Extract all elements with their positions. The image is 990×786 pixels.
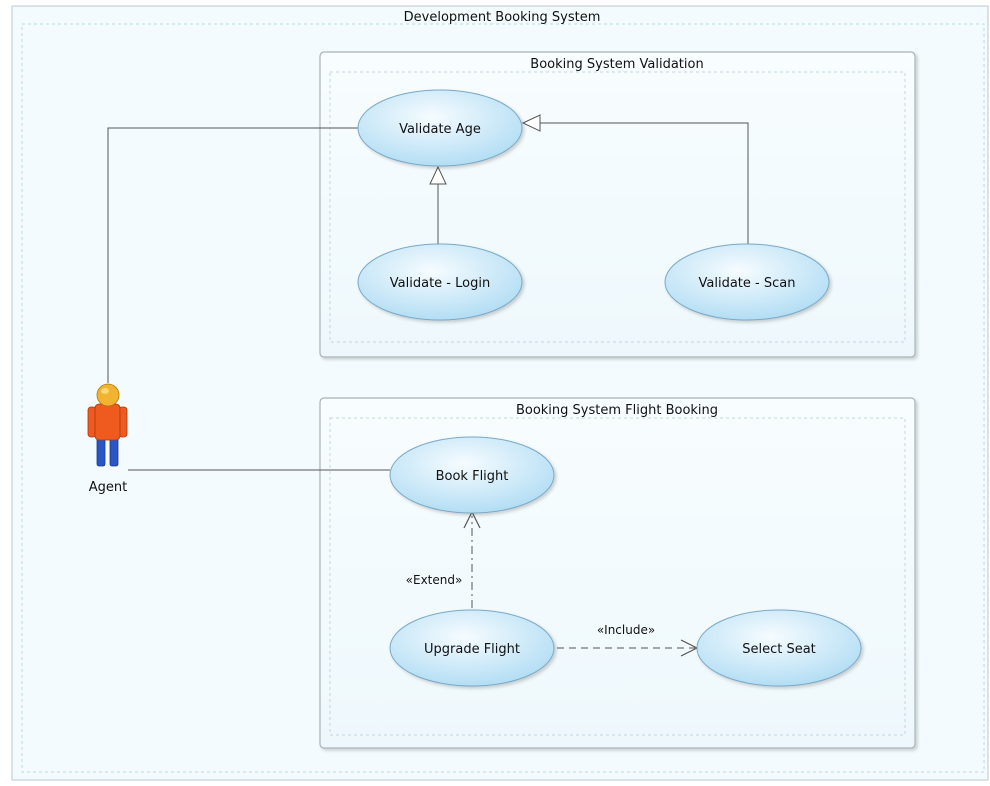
usecase-upgrade-flight-label: Upgrade Flight: [424, 642, 520, 657]
generalization-scan-to-age: [521, 114, 749, 244]
usecase-book-flight-label: Book Flight: [436, 469, 509, 484]
package-validation-title: Booking System Validation: [530, 57, 703, 72]
usecase-select-seat[interactable]: Select Seat: [696, 609, 862, 687]
usecase-upgrade-flight[interactable]: Upgrade Flight: [389, 609, 555, 687]
system-title: Development Booking System: [404, 10, 601, 25]
usecase-validate-scan-label: Validate - Scan: [699, 276, 796, 291]
usecase-validate-age[interactable]: Validate Age: [357, 89, 523, 167]
usecase-validate-login[interactable]: Validate - Login: [357, 243, 523, 321]
usecase-validate-age-label: Validate Age: [399, 122, 481, 137]
association-agent-validate-age: [107, 127, 360, 383]
usecase-validate-scan[interactable]: Validate - Scan: [664, 243, 830, 321]
actor-name: Agent: [89, 480, 127, 495]
actor-icon: [87, 383, 128, 467]
generalization-login-to-age: [429, 165, 447, 244]
usecase-book-flight[interactable]: Book Flight: [389, 436, 555, 514]
usecase-select-seat-label: Select Seat: [742, 642, 816, 657]
actor-agent[interactable]: Agent: [87, 383, 128, 495]
extend-label: «Extend»: [406, 573, 463, 587]
include-label: «Include»: [597, 623, 655, 637]
usecase-validate-login-label: Validate - Login: [390, 276, 490, 291]
package-booking-title: Booking System Flight Booking: [516, 403, 718, 418]
